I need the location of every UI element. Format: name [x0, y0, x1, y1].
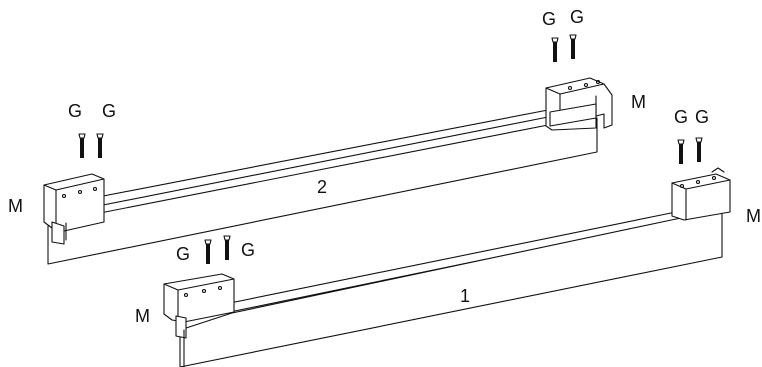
- bracket-left-rail-1: [163, 273, 235, 367]
- bracket-left-rail-2: [43, 173, 105, 245]
- bracket-right-rail-1: [671, 167, 731, 221]
- screw-label: G: [176, 244, 190, 264]
- screw-label: G: [102, 101, 116, 121]
- screw-label: G: [542, 9, 556, 29]
- screw: [677, 139, 685, 164]
- bracket-label: M: [8, 196, 23, 216]
- screw-label: G: [570, 7, 584, 27]
- screw: [695, 137, 703, 162]
- screw-label: G: [695, 107, 709, 127]
- screw: [551, 37, 559, 62]
- screw: [569, 34, 577, 59]
- bracket-label: M: [135, 306, 150, 326]
- screw: [78, 133, 86, 158]
- screw-label: G: [68, 101, 82, 121]
- rail-1: [163, 167, 731, 367]
- screw-group: [78, 34, 703, 264]
- screw: [96, 133, 104, 158]
- screw-label: G: [241, 240, 255, 260]
- rail-2: [43, 77, 613, 265]
- rail-1-label: 1: [460, 286, 470, 306]
- rail-2-label: 2: [317, 177, 327, 197]
- screw-label: G: [674, 107, 688, 127]
- bracket-label: M: [631, 92, 646, 112]
- bracket-right-rail-2: [545, 77, 613, 131]
- screw: [204, 239, 212, 264]
- bracket-label: M: [746, 206, 761, 226]
- screw: [223, 235, 231, 260]
